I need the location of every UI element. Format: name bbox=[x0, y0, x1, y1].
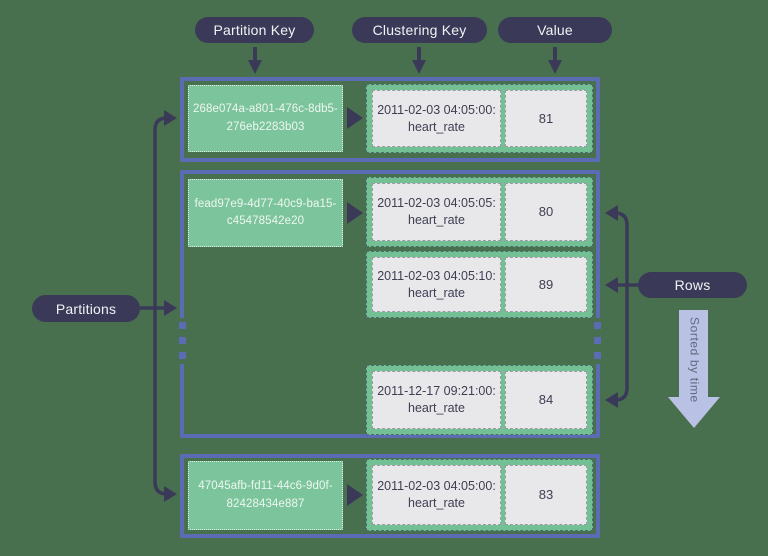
right-arrowhead-icon bbox=[164, 110, 177, 502]
row-metric: heart_rate bbox=[408, 213, 465, 227]
rows-label: Rows bbox=[674, 277, 711, 293]
row-metric: heart_rate bbox=[408, 401, 465, 415]
partition-key-label-pill: Partition Key bbox=[195, 17, 314, 43]
clustering-key-label: Clustering Key bbox=[372, 22, 467, 38]
row-p2-1: 2011-02-03 04:05:05: heart_rate 80 bbox=[366, 177, 593, 247]
partition-key-box-3: 47045afb-fd11-44c6-9d0f- 82428434e887 bbox=[188, 461, 343, 530]
partition-key-line: 276eb2283b03 bbox=[226, 120, 305, 133]
row-value: 81 bbox=[538, 110, 554, 126]
partition-key-line: c45478542e20 bbox=[226, 215, 305, 227]
row-value: 80 bbox=[538, 204, 554, 220]
row-metric: heart_rate bbox=[408, 285, 465, 300]
rows-bracket bbox=[613, 211, 641, 402]
partitions-label-pill: Partitions bbox=[32, 295, 140, 322]
clustering-key-cell: 2011-02-03 04:05:00: heart_rate bbox=[372, 90, 501, 147]
value-label-pill: Value bbox=[498, 17, 612, 43]
partition-key-line: 47045afb-fd11-44c6-9d0f- bbox=[198, 480, 333, 493]
partition-key-label: Partition Key bbox=[213, 22, 296, 38]
partition-key-line: 82428434e887 bbox=[226, 497, 305, 510]
value-cell: 83 bbox=[505, 465, 587, 525]
row-timestamp: 2011-02-03 04:05:05: bbox=[377, 196, 496, 211]
partition-box-3 bbox=[180, 454, 600, 538]
row-p2-3: 2011-12-17 09:21:00: heart_rate 84 bbox=[366, 365, 593, 435]
down-arrow-icon bbox=[248, 47, 562, 74]
partition-box-1 bbox=[180, 77, 600, 162]
sorted-by-time-label: Sorted by time bbox=[687, 317, 702, 403]
clustering-key-cell: 2011-12-17 09:21:00: heart_rate bbox=[372, 371, 501, 429]
value-cell: 84 bbox=[505, 371, 587, 429]
value-label: Value bbox=[537, 22, 573, 38]
partition-key-box-1: 268e074a-a801-476c-8db5- 276eb2283b03 bbox=[188, 85, 343, 152]
row-metric: heart_rate bbox=[408, 496, 465, 510]
partition-2-truncation-dashes-left bbox=[179, 318, 186, 364]
value-cell: 89 bbox=[505, 257, 587, 312]
partition-key-line: fead97e9-4d77-40c9-ba15- bbox=[194, 197, 337, 210]
row-p3-1: 2011-02-03 04:05:00: heart_rate 83 bbox=[366, 459, 593, 531]
partition-key-box-2: fead97e9-4d77-40c9-ba15- c45478542e20 bbox=[188, 179, 343, 247]
value-cell: 81 bbox=[505, 90, 587, 147]
rows-label-pill: Rows bbox=[638, 272, 747, 298]
partition-2-truncation-dashes-right bbox=[594, 318, 601, 364]
value-cell: 80 bbox=[505, 183, 587, 241]
clustering-key-label-pill: Clustering Key bbox=[352, 17, 487, 43]
partition-key-line: 268e074a-a801-476c-8db5- bbox=[193, 103, 338, 116]
row-timestamp: 2011-12-17 09:21:00: bbox=[377, 384, 496, 399]
clustering-key-cell: 2011-02-03 04:05:10: heart_rate bbox=[372, 257, 501, 312]
row-metric: heart_rate bbox=[408, 119, 465, 134]
left-arrowhead-icon bbox=[605, 205, 618, 408]
row-p1-1: 2011-02-03 04:05:00: heart_rate 81 bbox=[366, 84, 593, 153]
clustering-key-cell: 2011-02-03 04:05:00: heart_rate bbox=[372, 465, 501, 525]
row-value: 83 bbox=[538, 487, 554, 503]
partitions-bracket bbox=[139, 116, 169, 496]
partition-box-2 bbox=[180, 170, 600, 438]
row-p2-2: 2011-02-03 04:05:10: heart_rate 89 bbox=[366, 251, 593, 318]
row-timestamp: 2011-02-03 04:05:00: bbox=[377, 102, 496, 117]
row-value: 89 bbox=[538, 276, 554, 292]
row-timestamp: 2011-02-03 04:05:10: bbox=[377, 268, 496, 283]
row-value: 84 bbox=[538, 392, 554, 408]
clustering-key-cell: 2011-02-03 04:05:05: heart_rate bbox=[372, 183, 501, 241]
row-timestamp: 2011-02-03 04:05:00: bbox=[377, 479, 496, 494]
partitions-label: Partitions bbox=[55, 300, 117, 317]
